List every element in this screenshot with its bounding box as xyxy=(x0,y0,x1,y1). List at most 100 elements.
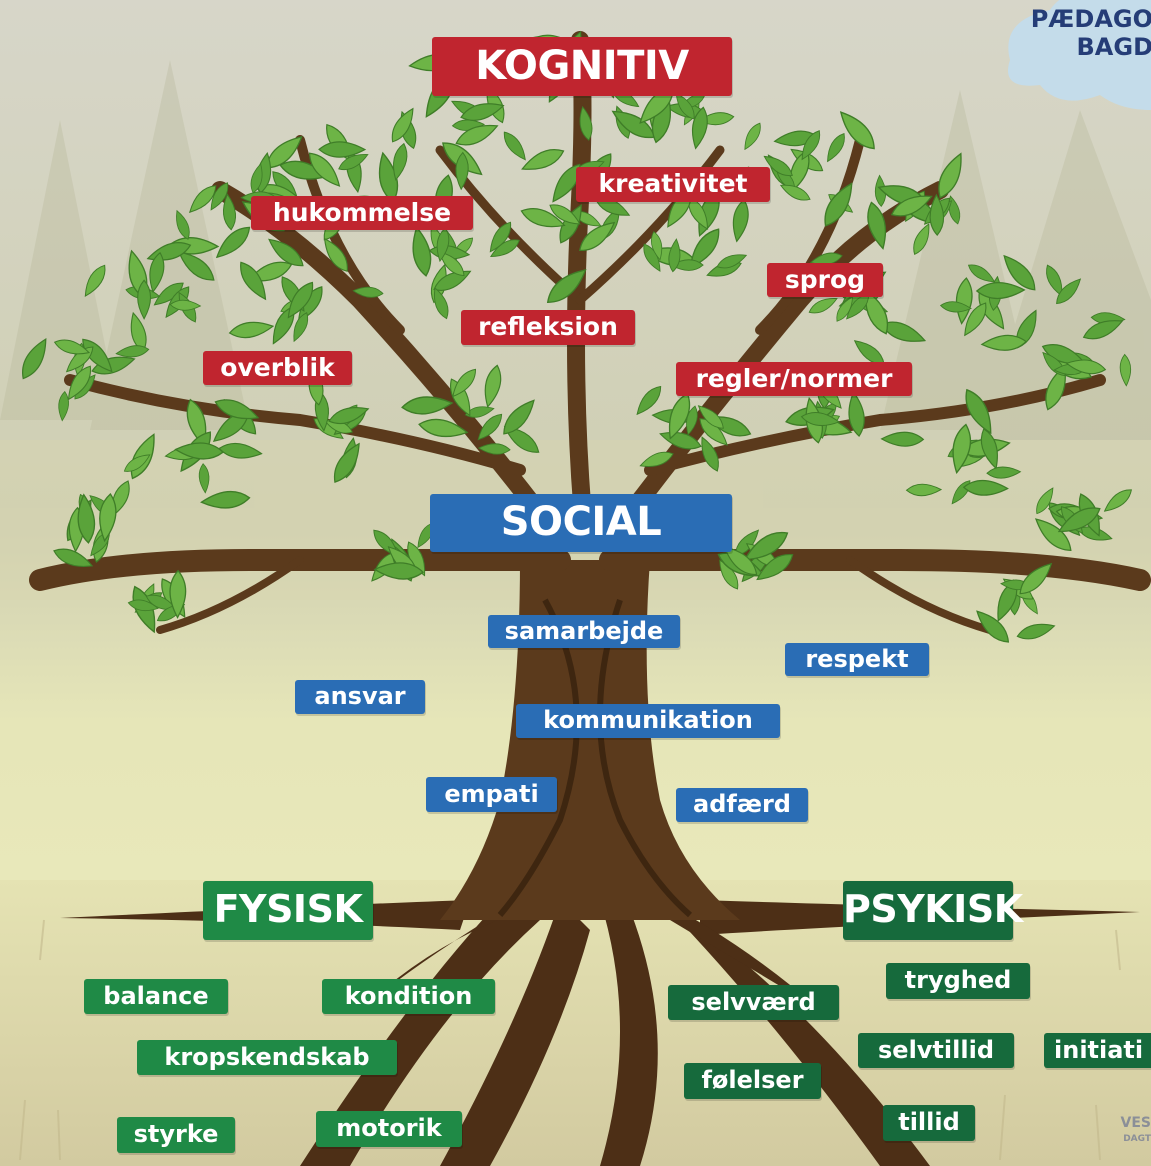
leaf xyxy=(905,483,943,497)
leaf xyxy=(21,337,47,380)
fysisk-title: FYSISK xyxy=(203,881,373,940)
leaf xyxy=(293,312,309,343)
leaf xyxy=(967,264,996,283)
leaf xyxy=(433,270,472,291)
kognitiv-item: overblik xyxy=(203,351,352,385)
leaf xyxy=(846,294,870,320)
leaf xyxy=(352,286,384,298)
leaf xyxy=(198,463,210,494)
leaf xyxy=(214,399,260,420)
leaf xyxy=(965,388,992,435)
leaf xyxy=(401,396,454,415)
leaf xyxy=(328,406,370,425)
leaf xyxy=(559,204,582,244)
fysisk-item: balance xyxy=(84,979,228,1014)
fysisk-item: styrke xyxy=(117,1117,235,1153)
leaf xyxy=(308,152,341,187)
leaf xyxy=(964,302,987,337)
social-item: adfærd xyxy=(676,788,808,822)
leaf xyxy=(391,107,414,143)
leaf xyxy=(611,110,656,139)
leaf xyxy=(1057,507,1101,533)
leaf xyxy=(149,251,165,293)
social-item: respekt xyxy=(785,643,929,676)
leaf xyxy=(701,436,719,472)
social-item: empati xyxy=(426,777,557,812)
leaf xyxy=(268,238,304,267)
leaf xyxy=(579,221,616,252)
leaf xyxy=(434,287,449,320)
leaf xyxy=(521,148,565,170)
leaf xyxy=(455,124,499,146)
leaf xyxy=(890,195,933,217)
leaf xyxy=(716,254,748,269)
leaf xyxy=(123,454,151,472)
leaf xyxy=(1103,489,1132,512)
leaf xyxy=(668,238,681,273)
leaf xyxy=(697,405,724,429)
leaf xyxy=(378,151,399,204)
leaf xyxy=(986,466,1022,479)
leaf xyxy=(418,418,469,438)
leaf xyxy=(464,406,495,418)
leaf xyxy=(827,132,845,163)
leaf xyxy=(460,103,505,121)
leaf xyxy=(636,385,662,416)
leaf xyxy=(77,493,96,544)
leaf xyxy=(691,106,708,150)
kognitiv-item: refleksion xyxy=(461,310,635,345)
leaf xyxy=(393,142,408,181)
leaf xyxy=(579,105,593,141)
leaf xyxy=(115,345,150,358)
corner-text-line1: PÆDAGO xyxy=(1030,5,1151,33)
leaf xyxy=(130,311,147,353)
logo-text-line2: DAGT xyxy=(1123,1134,1151,1144)
leaf xyxy=(323,237,348,272)
grass xyxy=(19,919,1121,1161)
leaf xyxy=(1019,562,1053,595)
fysisk-item: kropskendskab xyxy=(137,1040,397,1075)
leaf xyxy=(867,201,887,250)
leaf xyxy=(719,559,739,590)
cloud xyxy=(1008,0,1151,110)
leaf xyxy=(455,151,469,191)
leaf xyxy=(688,197,709,231)
leaf xyxy=(1003,254,1036,291)
kognitiv-item: regler/normer xyxy=(676,362,912,396)
leaf xyxy=(639,451,674,467)
leaf xyxy=(200,491,251,509)
leaf xyxy=(929,193,945,237)
kognitiv-item: hukommelse xyxy=(251,196,473,230)
leaf xyxy=(980,334,1028,351)
leaf xyxy=(997,580,1018,622)
leaf xyxy=(210,182,229,211)
psykisk-title: PSYKISK xyxy=(843,881,1023,940)
leaf xyxy=(84,264,106,297)
leaf xyxy=(127,599,159,612)
leaf xyxy=(1082,320,1124,340)
leaf xyxy=(215,226,251,259)
leaf xyxy=(549,204,581,225)
leaf xyxy=(218,442,263,459)
leaf xyxy=(503,399,535,435)
trunk xyxy=(440,560,740,920)
psykisk-item: tillid xyxy=(883,1105,975,1141)
leaf xyxy=(913,223,930,256)
leaf xyxy=(1016,623,1056,640)
leaf xyxy=(651,231,663,261)
leaf xyxy=(436,227,450,263)
psykisk-item: selvværd xyxy=(668,985,839,1020)
leaf xyxy=(477,443,511,455)
leaf xyxy=(824,182,853,227)
leaf xyxy=(1034,518,1072,551)
leaf xyxy=(874,174,887,208)
leaf xyxy=(839,111,875,150)
leaf xyxy=(265,135,303,169)
leaf xyxy=(484,364,502,408)
leaf xyxy=(756,554,794,581)
social-item: kommunikation xyxy=(516,704,780,738)
leaf xyxy=(287,281,314,319)
leaf xyxy=(809,252,843,265)
psykisk-item: initiati xyxy=(1044,1033,1151,1068)
leaf xyxy=(222,193,237,231)
